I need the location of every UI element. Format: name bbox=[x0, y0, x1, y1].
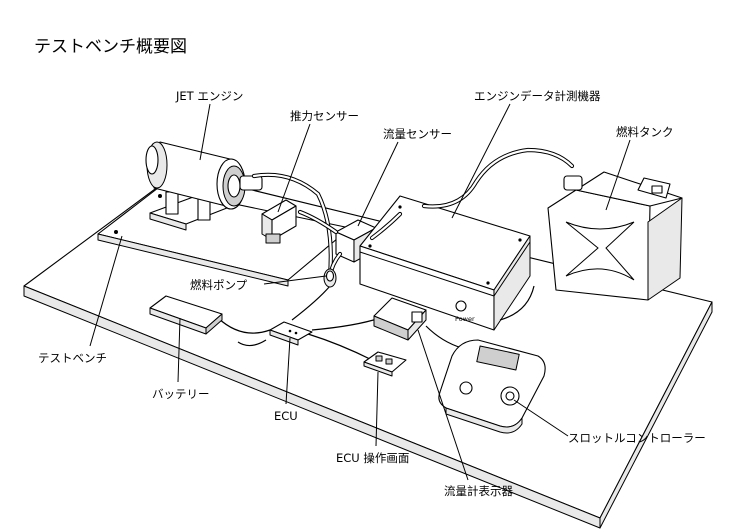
label-jet-engine: JET エンジン bbox=[175, 89, 243, 103]
ecu-control-panel bbox=[363, 351, 407, 377]
callout-lines bbox=[89, 103, 631, 481]
throttle-controller bbox=[438, 339, 546, 434]
label-flow-meter-display: 流量計表示器 bbox=[444, 484, 513, 498]
flow-meter-display bbox=[373, 297, 427, 341]
ecu-unit bbox=[269, 321, 313, 346]
fuel-lines bbox=[251, 147, 575, 279]
label-flow-sensor: 流量センサー bbox=[383, 127, 452, 141]
label-ecu-panel: ECU 操作画面 bbox=[336, 451, 409, 465]
label-thrust-sensor: 推力センサー bbox=[290, 109, 359, 123]
fuel-pump bbox=[323, 268, 337, 288]
jet-engine bbox=[145, 141, 263, 231]
diagram-title: テストベンチ概要図 bbox=[34, 37, 187, 57]
callout-labels: JET エンジン 推力センサー 流量センサー エンジンデータ計測機器 燃料タンク… bbox=[38, 89, 706, 498]
battery bbox=[149, 295, 223, 335]
fuel-tank bbox=[547, 171, 683, 301]
label-ecu: ECU bbox=[274, 409, 298, 423]
label-test-bench: テストベンチ bbox=[38, 351, 107, 365]
label-throttle-controller: スロットルコントローラー bbox=[568, 431, 706, 445]
label-fuel-pump: 燃料ポンプ bbox=[190, 278, 248, 292]
label-fuel-tank: 燃料タンク bbox=[616, 125, 674, 139]
thrust-sensor bbox=[261, 199, 297, 244]
label-engine-data-instrument: エンジンデータ計測機器 bbox=[474, 89, 601, 103]
power-label: Power bbox=[455, 315, 475, 323]
engine-data-instrument: Power bbox=[359, 195, 531, 331]
label-battery: バッテリー bbox=[152, 387, 210, 401]
